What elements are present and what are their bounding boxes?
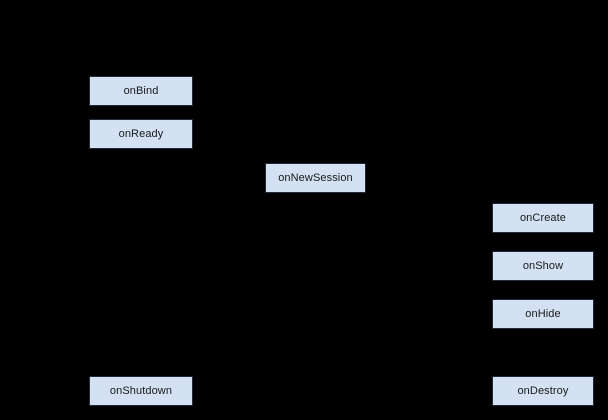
node-onbind-label: onBind [123,84,159,97]
node-onshow-label: onShow [522,259,564,272]
node-oncreate-label: onCreate [519,211,567,224]
node-onnewsession[interactable]: onNewSession [265,163,366,193]
node-onnewsession-label: onNewSession [278,171,353,184]
node-ondestroy-label: onDestroy [517,384,569,397]
node-oncreate[interactable]: onCreate [492,203,594,233]
node-onready-label: onReady [118,127,164,140]
node-onready[interactable]: onReady [89,119,193,149]
node-onshutdown[interactable]: onShutdown [89,376,193,406]
node-onbind[interactable]: onBind [89,76,193,106]
node-onshutdown-label: onShutdown [109,384,173,397]
node-onhide[interactable]: onHide [492,299,594,329]
node-onshow[interactable]: onShow [492,251,594,281]
node-ondestroy[interactable]: onDestroy [492,376,594,406]
node-onhide-label: onHide [525,307,561,320]
